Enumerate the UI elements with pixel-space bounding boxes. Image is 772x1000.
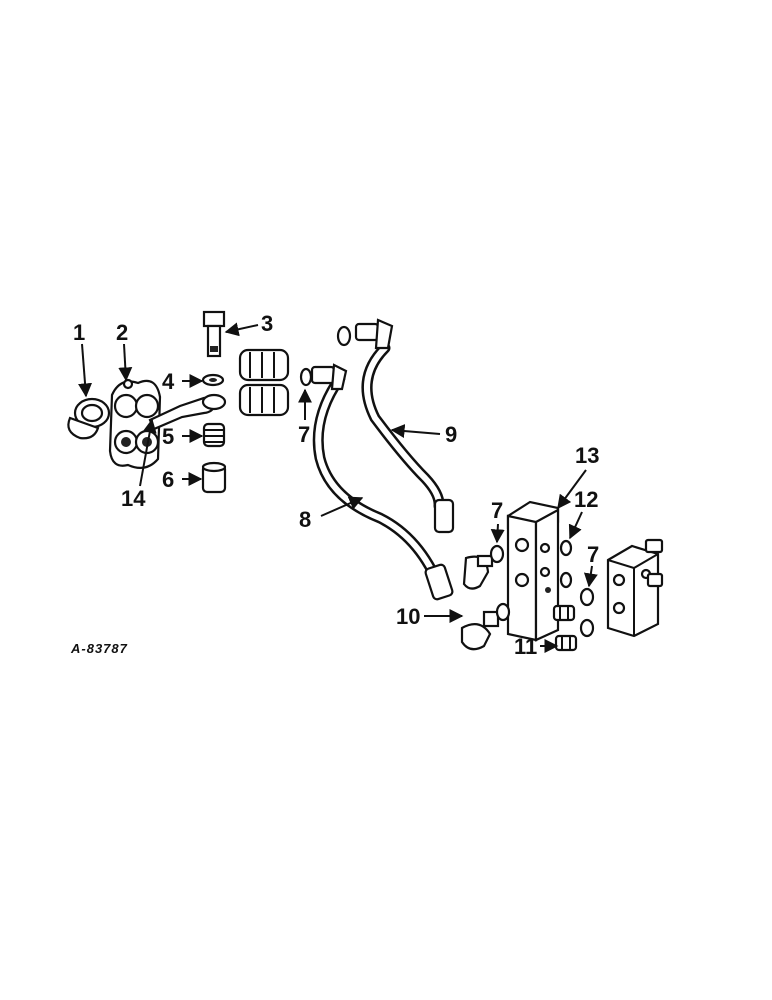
callout-6: 6 xyxy=(162,467,174,492)
part-1-dust-cap xyxy=(67,397,111,440)
callout-3: 3 xyxy=(261,311,273,336)
callout-2: 2 xyxy=(116,320,128,345)
part-3-bolt xyxy=(202,310,226,358)
elbow-fitting-upper xyxy=(462,554,494,590)
part-14-lever xyxy=(148,393,227,431)
callout-7c: 7 xyxy=(587,542,599,567)
callout-14: 14 xyxy=(121,486,146,511)
callout-11: 11 xyxy=(514,634,537,659)
leader-lines xyxy=(78,322,598,653)
part-5-spring xyxy=(202,422,226,448)
part-4-washer xyxy=(201,373,225,387)
callout-10: 10 xyxy=(396,604,420,629)
callout-7a: 7 xyxy=(298,422,310,447)
drawing-code: A-83787 xyxy=(70,641,128,656)
callout-7b: 7 xyxy=(491,498,503,523)
part-10-elbow-fitting xyxy=(460,610,500,651)
part-13-valve-block xyxy=(506,500,560,642)
o-rings xyxy=(489,539,595,638)
callout-4: 4 xyxy=(162,369,175,394)
part-6-sleeve xyxy=(201,461,227,494)
part-8-hose xyxy=(299,363,454,601)
callout-12: 12 xyxy=(574,487,598,512)
callout-1: 1 xyxy=(73,320,85,345)
part-9-hose xyxy=(336,318,455,534)
part-11-plug xyxy=(552,604,578,652)
callout-5: 5 xyxy=(162,424,174,449)
adapter-block xyxy=(606,538,664,638)
callout-9: 9 xyxy=(445,422,457,447)
callout-13: 13 xyxy=(575,443,599,468)
coupler-bodies xyxy=(238,348,290,417)
callout-8: 8 xyxy=(299,507,311,532)
